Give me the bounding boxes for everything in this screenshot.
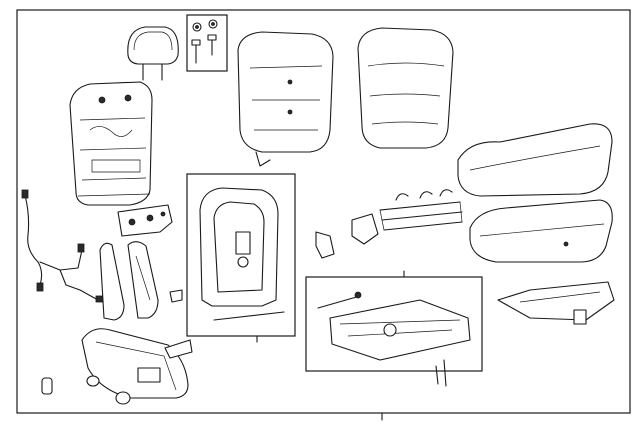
fastener-kit-box[interactable]	[186, 14, 228, 72]
clip[interactable]	[169, 289, 183, 303]
diagram-frame	[16, 9, 631, 414]
seat-pan-bracket[interactable]	[497, 281, 615, 325]
wiring-harness[interactable]	[21, 189, 105, 303]
recliner-bracket-left[interactable]	[315, 231, 335, 259]
seat-side-shield[interactable]	[81, 328, 193, 399]
seat-cushion-pan[interactable]	[469, 199, 613, 263]
rail-clip[interactable]	[435, 359, 447, 387]
side-trim-panel-left[interactable]	[99, 242, 125, 321]
seatback-cushion[interactable]	[357, 27, 454, 149]
side-trim-panel-right[interactable]	[127, 241, 159, 319]
adjuster-knob-1[interactable]	[41, 377, 53, 395]
seat-suspension[interactable]	[379, 189, 463, 231]
seat-cushion[interactable]	[457, 123, 613, 197]
lumbar-bracket[interactable]	[117, 204, 173, 237]
headrest[interactable]	[127, 26, 179, 81]
seatback-trim-cover[interactable]	[237, 31, 334, 167]
recliner-bracket-right[interactable]	[351, 213, 379, 245]
adjuster-knob-3[interactable]	[115, 391, 131, 405]
seatback-panel[interactable]	[69, 81, 153, 206]
seat-adjuster-box[interactable]	[305, 270, 483, 372]
seatback-frame-box[interactable]	[186, 173, 296, 343]
adjuster-knob-2[interactable]	[86, 375, 100, 387]
